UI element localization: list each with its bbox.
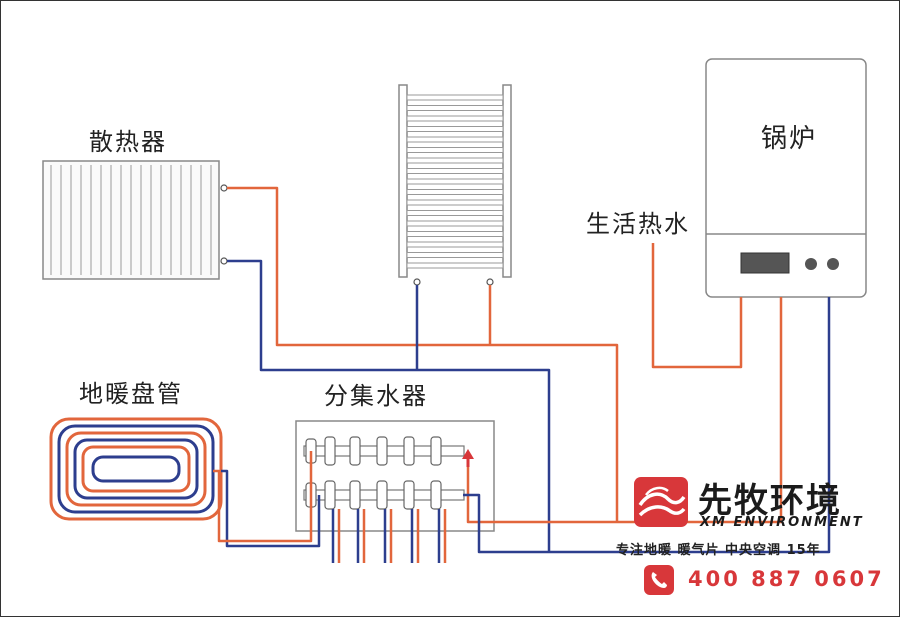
manifold-label: 分集水器	[324, 382, 428, 410]
manifold-return-valve	[376, 480, 388, 510]
towel-radiator-bar	[406, 147, 504, 153]
phone-icon	[644, 565, 674, 595]
towel-radiator-bar	[406, 136, 504, 143]
phone-number[interactable]: 400 887 0607	[688, 567, 885, 591]
radiator	[42, 160, 228, 280]
manifold-supply-valve	[349, 436, 361, 466]
coil-loop-3	[65, 431, 207, 507]
towel-radiator-bar	[406, 210, 504, 216]
manifold	[295, 420, 495, 532]
boiler-label: 锅炉	[761, 124, 818, 154]
radiator-label: 散热器	[89, 128, 167, 156]
towel-radiator-bar	[406, 241, 504, 248]
coil-supply-pipe	[213, 451, 313, 543]
towel-radiator-bar	[406, 178, 504, 185]
coil-return-pipe	[221, 469, 321, 548]
towel-radiator-bar	[406, 189, 504, 195]
towel-radiator-left-rail	[398, 84, 408, 278]
coil-loop-1	[49, 417, 223, 521]
coil-loop-6	[91, 455, 181, 483]
domestic-hot-water-pipe	[651, 243, 743, 369]
towel-radiator-bar	[406, 168, 504, 174]
manifold-outlet-pipes	[331, 509, 447, 563]
manifold-supply-valve	[376, 436, 388, 466]
towel-radiator-bar	[406, 199, 504, 206]
manifold-return-valve	[349, 480, 361, 510]
towel-radiator-inlet-valve	[486, 278, 494, 286]
radiator-inlet-valve	[220, 184, 228, 192]
towel-radiator-bar	[406, 252, 504, 258]
manifold-supply-valve	[403, 436, 415, 466]
manifold-supply-valve	[324, 436, 336, 466]
towel-radiator-bar	[406, 220, 504, 227]
manifold-return-valve	[430, 480, 442, 510]
manifold-return-valve	[324, 480, 336, 510]
brand-name: 先牧环境	[698, 481, 842, 521]
boiler	[705, 58, 867, 298]
hot-water-label: 生活热水	[586, 210, 690, 238]
coil-loop-5	[81, 445, 191, 493]
manifold-valves	[303, 436, 465, 510]
boiler-display	[740, 252, 790, 274]
floor-heating-label: 地暖盘管	[79, 380, 183, 408]
towel-radiator-bar	[406, 115, 504, 122]
towel-radiator-bar	[406, 94, 504, 101]
coil-loop-2	[57, 424, 215, 514]
boiler-supply-main	[466, 297, 783, 524]
towel-radiator-bar	[406, 105, 504, 111]
radiator-supply-pipe	[227, 186, 619, 522]
towel-radiator-bar	[406, 126, 504, 132]
radiator-return-pipe	[227, 259, 551, 552]
brand-slogan: 专注地暖 暖气片 中央空调 15年	[616, 543, 821, 558]
wave-logo-icon	[634, 477, 688, 527]
brand-english-name: XM ENVIRONMENT	[700, 515, 864, 530]
towel-radiator-right-rail	[502, 84, 512, 278]
flow-arrow-head	[462, 449, 474, 459]
manifold-supply-valve	[430, 436, 442, 466]
boiler-knob-right	[827, 258, 839, 270]
towel-radiator	[398, 84, 512, 286]
towel-radiator-bar	[406, 262, 504, 269]
radiator-outlet-valve	[220, 257, 228, 265]
radiator-fins	[50, 165, 212, 275]
towel-radiator-bar	[406, 157, 504, 164]
towel-radiator-outlet-valve	[413, 278, 421, 286]
towel-radiator-bar	[406, 231, 504, 237]
coil-loop-4	[73, 438, 199, 500]
floor-heating-coil	[49, 417, 223, 521]
boiler-return-main	[463, 297, 831, 554]
towel-radiator-bars	[406, 94, 504, 269]
brand-watermark: 先牧环境 XM ENVIRONMENT 专注地暖 暖气片 中央空调 15年 40…	[616, 475, 894, 605]
boiler-body	[705, 58, 867, 298]
manifold-return-valve	[403, 480, 415, 510]
boiler-knob-left	[805, 258, 817, 270]
